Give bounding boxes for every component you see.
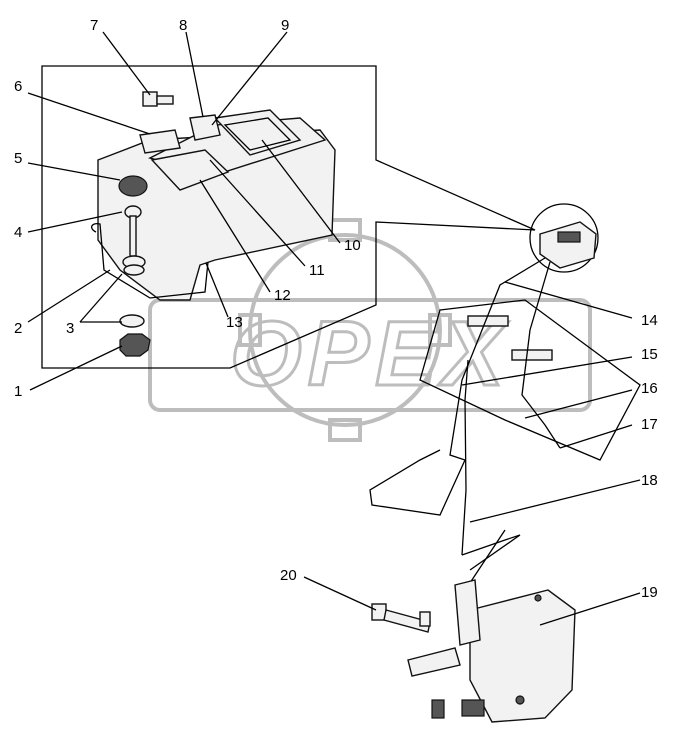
console-housing [91,109,336,301]
watermark-text: OPEX [230,303,510,405]
washer-lower [123,264,145,276]
callout-19: 19 [641,584,658,601]
callout-11: 11 [309,262,325,279]
callout-12: 12 [274,287,291,304]
callout-1: 1 [14,383,22,400]
fitting [371,603,431,633]
bolt [142,91,174,107]
pump-assembly [407,579,576,723]
callout-17: 17 [641,416,658,433]
callout-15: 15 [641,346,658,363]
inset-outline [41,65,536,369]
callout-8: 8 [179,17,187,34]
callout-14: 14 [641,312,658,329]
callout-7: 7 [90,17,98,34]
callout-4: 4 [14,224,22,241]
washer [119,314,145,328]
watermark-logo: OPEX [148,218,592,442]
callout-20: 20 [280,567,297,584]
callout-10: 10 [344,237,361,254]
callout-9: 9 [281,17,289,34]
callout-2: 2 [14,320,22,337]
panel-slot [467,315,509,327]
nut [119,333,151,357]
callout-13: 13 [226,314,243,331]
callout-18: 18 [641,472,658,489]
panel-slot-2 [511,349,553,361]
rod [129,215,137,257]
callout-16: 16 [641,380,658,397]
watermark-gear-icon [248,233,442,427]
dashboard-panel [419,299,641,461]
callout-5: 5 [14,150,22,167]
callout-6: 6 [14,78,22,95]
switch-box [529,203,599,273]
watermark-frame [148,298,592,412]
leader-lines [27,31,641,626]
callout-labels: 1 2 3 4 5 6 7 8 9 10 11 12 13 14 15 16 1… [14,17,658,601]
callout-3: 3 [66,320,74,337]
knob [118,175,148,197]
